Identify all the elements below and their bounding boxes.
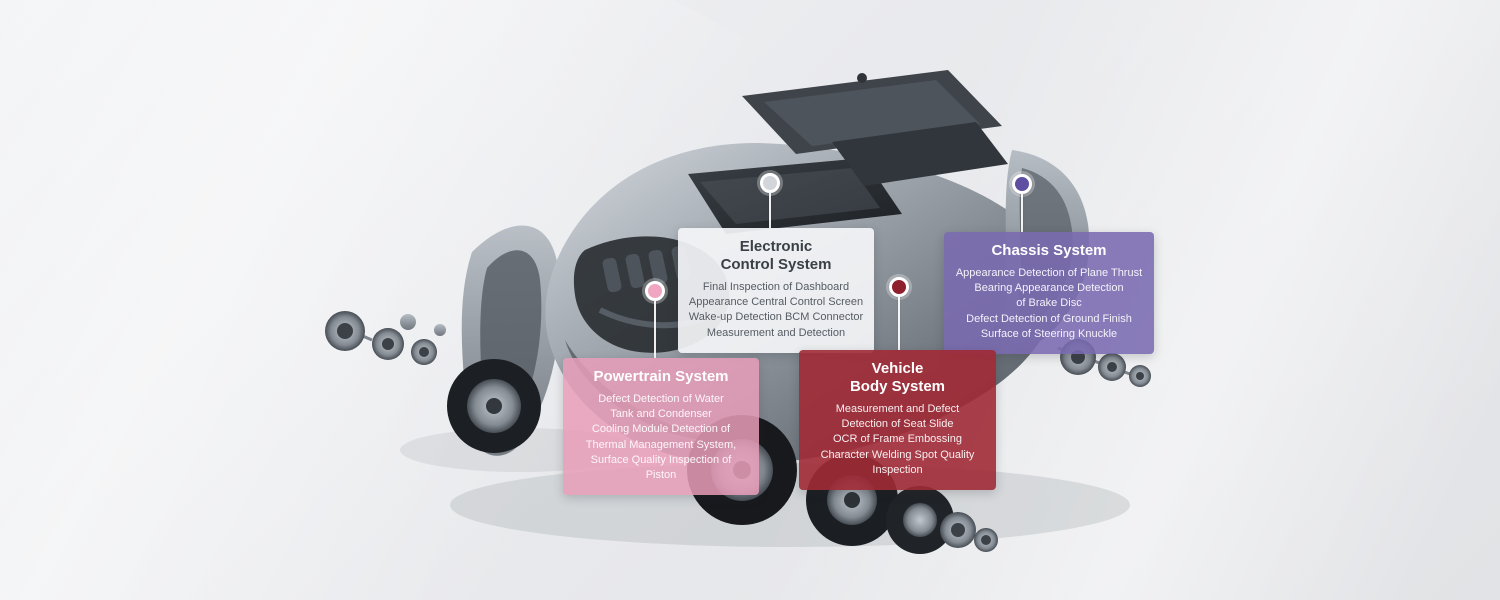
callout-line: Cooling Module Detection of bbox=[591, 423, 731, 436]
vehicle-body-connector-line bbox=[898, 297, 900, 350]
chassis-marker-dot bbox=[1012, 174, 1032, 194]
callout-title: Powertrain System bbox=[593, 368, 729, 385]
callout-line: Character Welding Spot Quality bbox=[820, 448, 975, 461]
callout-powertrain-system: Powertrain System Defect Detection of Wa… bbox=[563, 358, 759, 496]
callout-line: Appearance Detection of Plane Thrust bbox=[955, 267, 1143, 279]
callout-line: Surface Quality Inspection of bbox=[590, 453, 732, 466]
callout-line: Piston bbox=[645, 468, 677, 481]
callout-line: Measurement and Detection bbox=[706, 326, 846, 339]
callout-title: Electronic Control System bbox=[720, 238, 832, 273]
callout-line: Appearance Central Control Screen bbox=[688, 296, 864, 309]
chassis-connector-line bbox=[1021, 194, 1023, 232]
callout-vehicle-body-system: Vehicle Body System Measurement and Defe… bbox=[799, 350, 996, 490]
callout-line: Defect Detection of Ground Finish bbox=[966, 312, 1132, 325]
powertrain-marker-dot bbox=[645, 281, 665, 301]
left-parts-cluster bbox=[325, 311, 446, 365]
callout-title: Chassis System bbox=[991, 242, 1107, 259]
callout-line: Defect Detection of Water bbox=[598, 393, 724, 405]
callout-line: Tank and Condenser bbox=[610, 408, 712, 421]
electronic-control-connector-line bbox=[769, 193, 771, 228]
callout-line: Wake-up Detection BCM Connector bbox=[688, 311, 864, 324]
callout-line: Bearing Appearance Detection bbox=[974, 282, 1124, 295]
callout-line: Inspection bbox=[872, 463, 923, 476]
callout-line: Final Inspection of Dashboard bbox=[702, 281, 850, 293]
callout-line: Measurement and Defect bbox=[835, 403, 960, 415]
callout-line: OCR of Frame Embossing bbox=[833, 433, 962, 446]
callout-chassis-system: Chassis System Appearance Detection of P… bbox=[944, 232, 1154, 354]
callout-line: of Brake Disc bbox=[1016, 297, 1082, 310]
powertrain-connector-line bbox=[654, 301, 656, 358]
right-parts-cluster bbox=[1057, 339, 1151, 387]
electronic-control-marker-dot bbox=[760, 173, 780, 193]
vehicle-body-marker-dot bbox=[889, 277, 909, 297]
callout-line: Surface of Steering Knuckle bbox=[980, 327, 1118, 340]
callout-title: Vehicle Body System bbox=[849, 360, 946, 395]
callout-line: Detection of Seat Slide bbox=[841, 418, 954, 431]
callout-line: Thermal Management System, bbox=[585, 438, 737, 451]
callout-electronic-control-system: Electronic Control System Final Inspecti… bbox=[678, 228, 874, 353]
